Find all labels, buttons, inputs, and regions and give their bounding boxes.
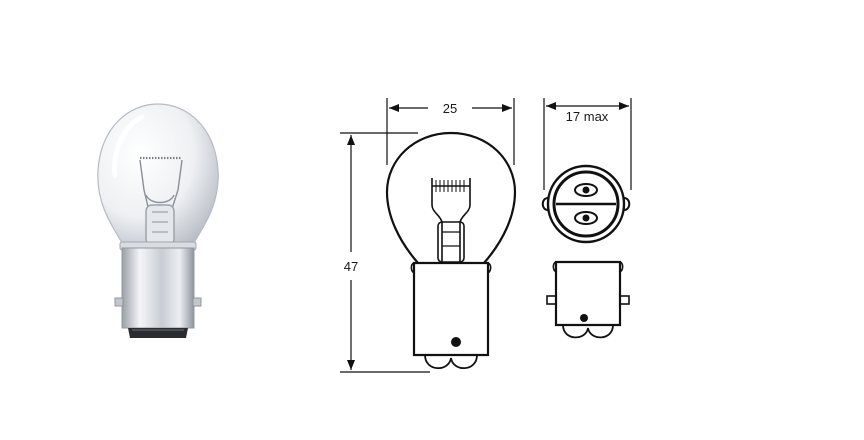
drawing-filament — [431, 178, 471, 263]
drawing-base-outline — [412, 261, 490, 357]
base-width-dimension — [543, 98, 632, 190]
drawing-pin-dot — [451, 337, 461, 347]
bulb-side-drawing — [385, 131, 517, 370]
width-label: 25 — [443, 101, 457, 116]
height-dimension — [340, 132, 430, 373]
bulb-photo — [97, 103, 219, 338]
height-label: 47 — [344, 259, 358, 274]
bulb-photo-pin-left — [114, 297, 124, 307]
drawing-contacts — [424, 354, 478, 370]
bulb-photo-highlight — [112, 114, 145, 178]
bulb-base-side-view — [546, 260, 630, 339]
base-width-label: 17 max — [566, 109, 609, 124]
width-dimension — [386, 98, 515, 165]
end-view-outer-ring — [546, 164, 626, 244]
end-view-inner-ring — [552, 170, 620, 238]
drawing-glass-outline — [385, 131, 517, 264]
bulb-photo-pin-right — [192, 297, 202, 307]
bulb-photo-glass — [97, 103, 219, 247]
bulb-photo-base — [121, 247, 195, 329]
bulb-end-view — [541, 164, 631, 244]
